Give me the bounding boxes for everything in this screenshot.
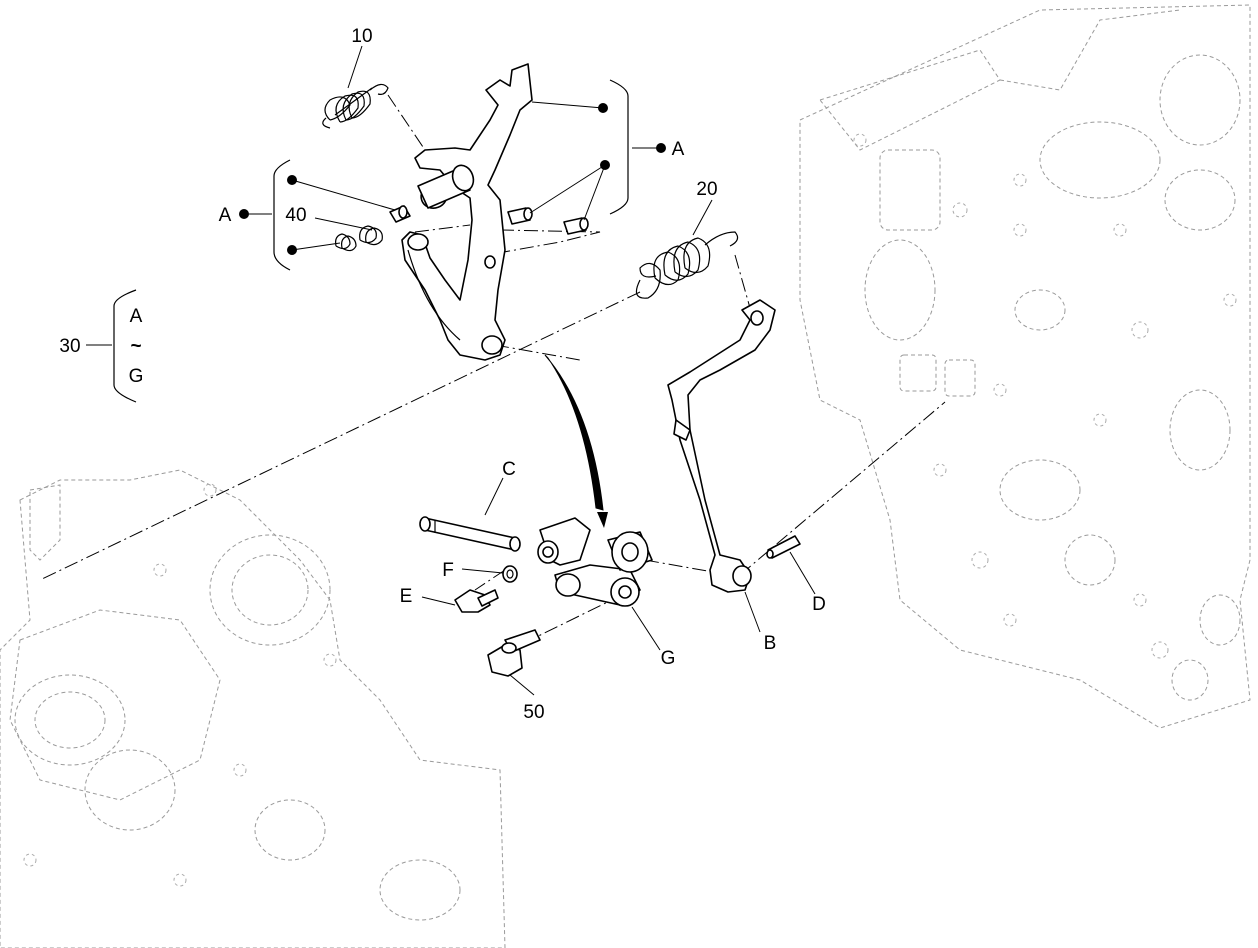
label-40: 40 bbox=[285, 205, 306, 226]
pins-40 bbox=[335, 205, 589, 252]
label-10: 10 bbox=[351, 26, 372, 47]
label-30: 30 bbox=[59, 336, 80, 357]
label-c: C bbox=[502, 459, 516, 480]
washer-f bbox=[502, 565, 518, 583]
bracket-g bbox=[537, 517, 653, 607]
label-a-right: A bbox=[672, 139, 685, 160]
pin-d bbox=[766, 535, 801, 559]
brackets bbox=[113, 79, 629, 403]
bolt-50 bbox=[487, 629, 541, 677]
spring-20 bbox=[635, 231, 739, 299]
label-20: 20 bbox=[696, 179, 717, 200]
label-g: G bbox=[661, 648, 676, 669]
label-b: B bbox=[764, 633, 777, 654]
label-e: E bbox=[400, 586, 413, 607]
label-d: D bbox=[812, 594, 826, 615]
label-50: 50 bbox=[523, 702, 544, 723]
label-f: F bbox=[442, 560, 454, 581]
bolt-e bbox=[454, 589, 499, 613]
label-a-left: A bbox=[219, 205, 232, 226]
assembly-arrow bbox=[544, 354, 608, 528]
label-range-sep: ~ bbox=[130, 336, 141, 357]
fork-lever bbox=[401, 63, 533, 361]
engine-block-right bbox=[799, 4, 1251, 729]
label-range-bottom: G bbox=[129, 366, 144, 387]
long-lever-b bbox=[667, 299, 776, 593]
leader-lines bbox=[86, 45, 816, 696]
label-range-top: A bbox=[130, 306, 143, 327]
pin-c bbox=[419, 516, 521, 552]
timing-cover-left bbox=[0, 469, 506, 948]
callout-dots bbox=[239, 103, 666, 255]
assembly-axes bbox=[39, 94, 946, 646]
labels: 10 20 30 40 50 A A A ~ G B C D E F G bbox=[59, 26, 825, 723]
spring-10 bbox=[322, 83, 389, 129]
